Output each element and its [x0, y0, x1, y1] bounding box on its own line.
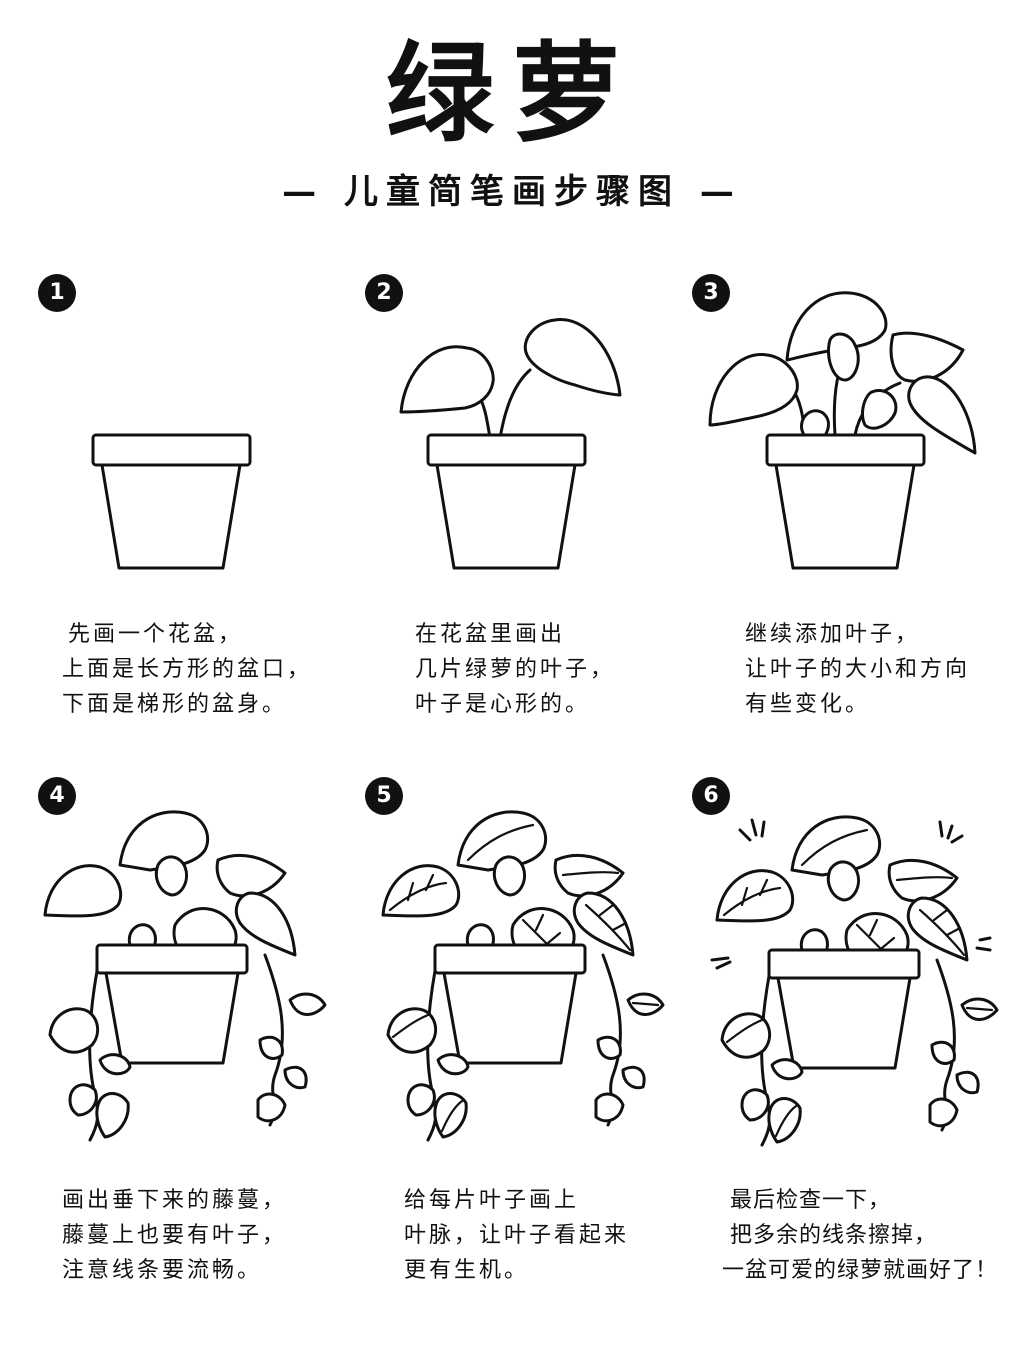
sparkle-lines: [738, 818, 766, 842]
sparkle-lines: [975, 936, 992, 952]
heart-leaf: [399, 345, 495, 414]
step-number-badge: 4: [38, 777, 76, 815]
step-number-badge: 2: [365, 274, 403, 312]
sparkle-lines: [938, 820, 964, 844]
step-caption: 继续添加叶子， 让叶子的大小和方向 有些变化。: [745, 622, 971, 717]
step-number-badge: 3: [692, 274, 730, 312]
pot-with-more-leaves-drawing: [708, 291, 977, 570]
finished-pothos-drawing: [710, 815, 999, 1147]
pot-with-hanging-vines-drawing: [43, 810, 327, 1142]
step-caption: 在花盆里画出 几片绿萝的叶子， 叶子是心形的。: [415, 622, 616, 717]
flower-pot-drawing: [91, 433, 252, 570]
step-caption: 最后检查一下， 把多余的线条擦掉， 一盆可爱的绿萝就画好了！: [722, 1188, 999, 1283]
pot-body: [100, 463, 242, 570]
sparkle-lines: [710, 956, 732, 970]
step-number-badge: 5: [365, 777, 403, 815]
page-subtitle: — 儿童简笔画步骤图 —: [282, 172, 742, 212]
pot-with-two-leaves-drawing: [399, 318, 622, 570]
pot-rim: [91, 433, 252, 467]
step-caption: 先画一个花盆， 上面是长方形的盆口， 下面是梯形的盆身。: [62, 622, 313, 717]
page-title: 绿萝: [385, 32, 638, 157]
step-number-badge: 1: [38, 274, 76, 312]
heart-leaf: [523, 318, 622, 397]
step-number-badge: 6: [692, 777, 730, 815]
step-caption: 画出垂下来的藤蔓， 藤蔓上也要有叶子， 注意线条要流畅。: [62, 1188, 288, 1283]
pot-with-veined-leaves-drawing: [381, 810, 665, 1142]
step-caption: 给每片叶子画上 叶脉，让叶子看起来 更有生机。: [404, 1188, 630, 1283]
